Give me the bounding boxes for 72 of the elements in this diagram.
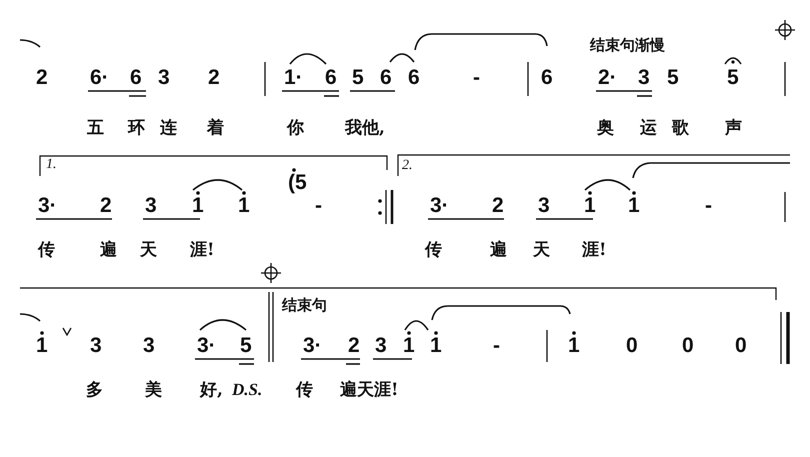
note: 1 [568,334,580,358]
lyric: 多 [86,380,103,400]
note: 6 [408,66,420,90]
note: 2 [100,194,112,218]
note: 3· [303,334,322,358]
note: (5 [288,171,307,195]
note: 6 [325,66,337,90]
note: 0 [735,334,747,358]
lyric: 环 [128,118,145,138]
note: 3 [143,334,155,358]
note: 2· [598,66,617,90]
lyric: 天 [140,240,157,260]
note: 1 [36,334,48,358]
note: 6· [90,66,109,90]
lyric: 美 [145,380,162,400]
note: 1 [238,194,250,218]
note: 1 [584,194,596,218]
note: - [493,334,500,358]
volta-number: 2. [402,158,412,174]
lyric: 好, [200,380,223,400]
note: 3· [430,194,449,218]
lyric: 遍 [100,240,117,260]
note: 3· [38,194,57,218]
note: 5 [727,66,739,90]
note: - [315,194,322,218]
note: 2 [492,194,504,218]
note: 5 [240,334,252,358]
note: 2 [36,66,48,90]
note: - [473,66,480,90]
lyric: 运 [640,118,657,138]
note: 1 [192,194,204,218]
volta-number: 1. [46,157,56,173]
note: 2 [348,334,360,358]
lyric: 声 [725,118,742,138]
note: 1· [284,66,303,90]
note: 3 [90,334,102,358]
lyric: 遍 [490,240,507,260]
lyric: 我他, [345,118,385,138]
note: 2 [208,66,220,90]
lyric: 连 [160,118,177,138]
lyric: 着 [207,118,224,138]
note: 3 [538,194,550,218]
note: 5 [352,66,364,90]
note: 1 [430,334,442,358]
lyric: 奥 [597,118,614,138]
note: 0 [626,334,638,358]
lyric: 你 [287,118,304,138]
performance-marking: 结束句 [282,296,327,314]
lyric: 五 [87,118,104,138]
note: 3 [158,66,170,90]
lyric: 歌 [672,118,689,138]
note: 1 [628,194,640,218]
note: 3 [375,334,387,358]
lyric: 传 [425,240,442,260]
lyric: 传 [296,380,313,400]
performance-marking: 结束句渐慢 [590,36,665,54]
note: 6 [541,66,553,90]
lyric: 遍天涯! [340,380,398,400]
note: 5 [667,66,679,90]
note: 0 [682,334,694,358]
lyric: 涯! [582,240,606,260]
repeat-marking: D.S. [232,380,262,400]
note: 3· [197,334,216,358]
note: 6 [130,66,142,90]
lyric: 涯! [190,240,214,260]
note: 1 [403,334,415,358]
note: 3 [145,194,157,218]
lyric: 传 [38,240,55,260]
note: 6 [380,66,392,90]
note: - [705,194,712,218]
note: 3 [638,66,650,90]
lyric: 天 [533,240,550,260]
